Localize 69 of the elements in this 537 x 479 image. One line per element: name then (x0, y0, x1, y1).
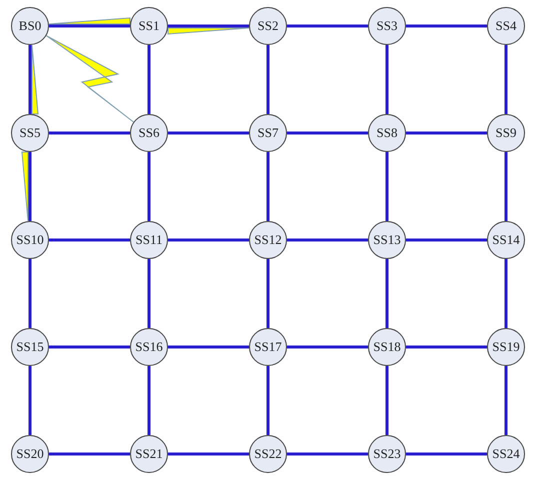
station-node: SS9 (487, 114, 525, 152)
link-line (287, 238, 368, 242)
link-line (287, 346, 368, 348)
link-line (266, 152, 270, 221)
station-node: SS20 (11, 435, 49, 473)
station-node: SS17 (249, 328, 287, 366)
station-node: SS10 (11, 221, 49, 259)
station-node: SS16 (130, 328, 168, 366)
link-line (168, 238, 249, 242)
link-line (386, 45, 388, 114)
station-node: SS15 (11, 328, 49, 366)
station-node: SS22 (249, 435, 287, 473)
station-node: SS18 (368, 328, 406, 366)
link-line (406, 346, 487, 348)
station-node: SS21 (130, 435, 168, 473)
link-line (168, 24, 249, 28)
link-line (49, 132, 130, 134)
link-line (266, 259, 270, 328)
station-node: SS4 (487, 7, 525, 45)
wireless-link (48, 17, 130, 24)
link-line (148, 259, 150, 328)
link-line (28, 259, 32, 328)
station-node: SS7 (249, 114, 287, 152)
link-line (266, 45, 270, 114)
station-node: SS8 (368, 114, 406, 152)
link-line (386, 259, 388, 328)
station-node: SS14 (487, 221, 525, 259)
link-line (168, 452, 249, 456)
link-line (406, 238, 487, 242)
link-line (386, 152, 388, 221)
link-line (168, 346, 249, 348)
link-line (504, 152, 508, 221)
station-node: SS24 (487, 435, 525, 473)
link-line (49, 452, 130, 456)
link-line (49, 346, 130, 348)
link-line (148, 45, 150, 114)
station-node: SS6 (130, 114, 168, 152)
link-line (504, 45, 508, 114)
link-line (406, 24, 487, 28)
link-line (28, 366, 32, 435)
link-line (28, 45, 32, 114)
link-line (266, 366, 270, 435)
station-node: SS2 (249, 7, 287, 45)
station-node: SS11 (130, 221, 168, 259)
link-line (504, 366, 508, 435)
link-line (287, 132, 368, 134)
wireless-link (46, 35, 134, 122)
station-node: SS19 (487, 328, 525, 366)
wireless-link (21, 152, 28, 222)
station-node: BS0 (11, 7, 49, 45)
station-node: SS1 (130, 7, 168, 45)
link-line (406, 132, 487, 134)
link-line (168, 132, 249, 134)
link-line (504, 259, 508, 328)
link-line (148, 152, 150, 221)
wireless-link (168, 28, 250, 35)
link-line (287, 24, 368, 28)
station-node: SS23 (368, 435, 406, 473)
link-line (406, 452, 487, 456)
station-node: SS5 (11, 114, 49, 152)
link-line (148, 366, 150, 435)
station-node: SS12 (249, 221, 287, 259)
link-line (386, 366, 388, 435)
wireless-link (32, 44, 39, 114)
station-node: SS13 (368, 221, 406, 259)
link-line (28, 152, 32, 221)
link-line (49, 238, 130, 242)
link-line (287, 452, 368, 456)
station-node: SS3 (368, 7, 406, 45)
